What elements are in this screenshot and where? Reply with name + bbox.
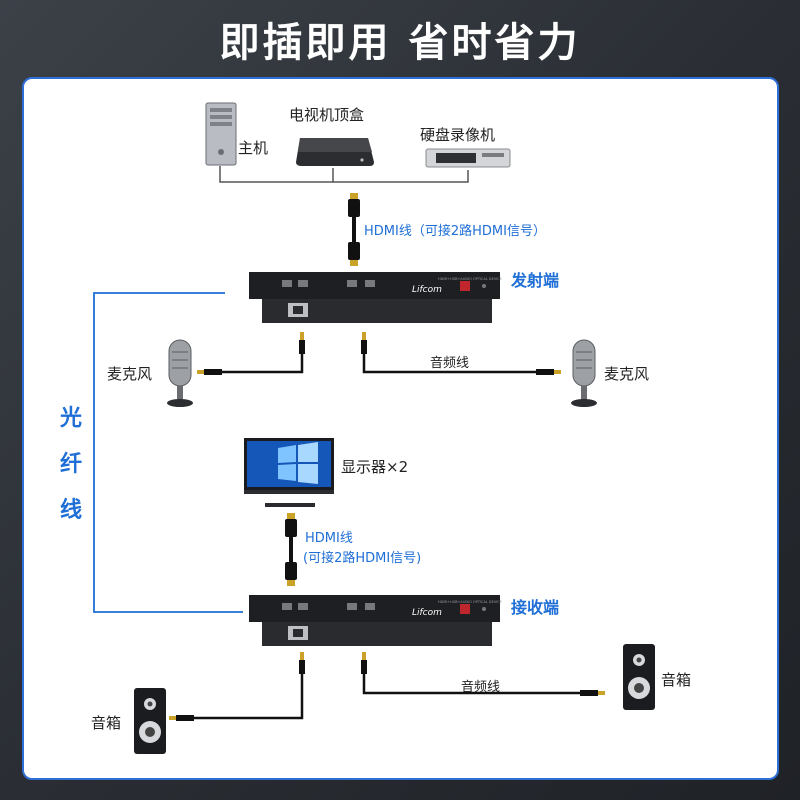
host-label: 主机 — [238, 139, 269, 157]
receiver-model: HDMI+USB+AUDIO OPTICAL DEVICE — [438, 600, 502, 604]
monitor-label: 显示器×2 — [341, 458, 409, 476]
transmitter-brand: Lifcom — [412, 285, 442, 295]
audio-cable-top-right — [361, 332, 561, 375]
speaker-left-icon — [134, 688, 166, 754]
speaker-right-icon — [623, 644, 655, 710]
transmitter-label: 发射端 — [511, 271, 560, 290]
microphone-left-icon — [167, 339, 193, 407]
receiver-label: 接收端 — [511, 598, 560, 617]
audio-cable-top-left — [197, 332, 305, 375]
audio-line-bottom-label: 音频线 — [461, 680, 501, 695]
hdmi-cable-bottom-icon — [285, 513, 297, 586]
mic-right-label: 麦克风 — [604, 365, 650, 383]
microphone-right-icon — [571, 339, 597, 407]
bottom-cable-label-1: HDMI线 — [305, 531, 353, 546]
audio-line-top-label: 音频线 — [430, 356, 470, 371]
fiber-label: 光纤线 — [59, 406, 82, 523]
mic-left-label: 麦克风 — [107, 365, 153, 383]
pc-tower-icon — [205, 102, 237, 166]
receiver-brand: Lifcom — [412, 608, 442, 618]
transmitter-device: Lifcom HDMI+USB+AUDIO OPTICAL DEVICE — [249, 272, 502, 323]
receiver-device: Lifcom HDMI+USB+AUDIO OPTICAL DEVICE — [249, 595, 502, 646]
monitor-icon — [244, 438, 334, 507]
dvr-icon — [425, 148, 511, 168]
settop-label: 电视机顶盒 — [289, 106, 365, 124]
audio-cable-bottom-left — [169, 652, 305, 721]
dvr-label: 硬盘录像机 — [420, 126, 496, 144]
speaker-left-label: 音箱 — [91, 714, 122, 732]
source-bracket — [219, 166, 469, 183]
top-cable-label: HDMI线（可接2路HDMI信号） — [364, 224, 546, 239]
fiber-line — [93, 292, 243, 613]
speaker-right-label: 音箱 — [661, 671, 692, 689]
audio-cable-bottom-right — [361, 652, 605, 696]
bottom-cable-label-2: (可接2路HDMI信号) — [303, 551, 422, 566]
transmitter-model: HDMI+USB+AUDIO OPTICAL DEVICE — [438, 277, 502, 281]
page-title: 即插即用 省时省力 — [219, 20, 581, 66]
set-top-box-icon — [296, 138, 374, 166]
hdmi-cable-top-icon — [348, 193, 360, 266]
